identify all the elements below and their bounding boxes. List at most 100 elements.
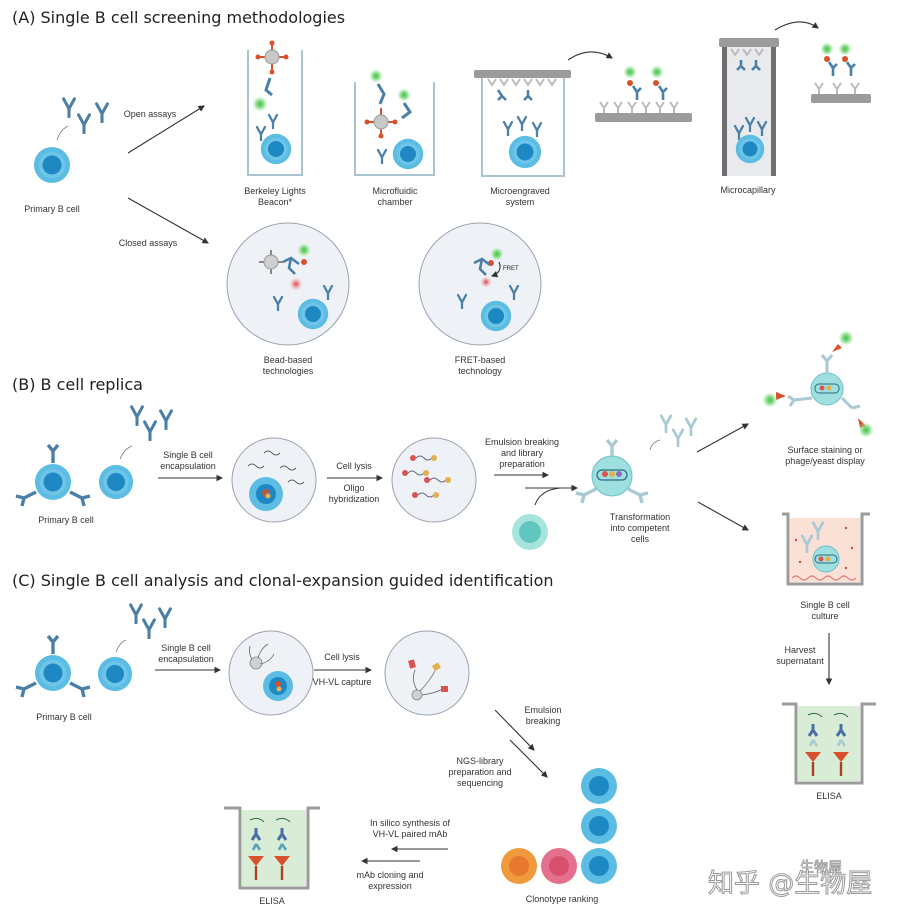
step-label: breaking [526, 716, 561, 726]
culture-arrow [697, 501, 749, 531]
b-cell-icon [392, 138, 424, 170]
b-cell-icon [33, 146, 71, 184]
step-label: sequencing [457, 778, 503, 788]
antibody-icon [95, 102, 109, 123]
step-label: hybridization [329, 494, 380, 504]
clonotype-cell-blue-bottom [581, 848, 617, 884]
secretion-arrow [56, 125, 69, 141]
method-label: Beacon* [258, 197, 293, 207]
primary-b-cell-b [15, 405, 173, 507]
step-label: Transformation [610, 512, 670, 522]
step-label: NGS-library [456, 756, 504, 766]
method-label: chamber [377, 197, 412, 207]
method-label: system [506, 197, 535, 207]
step-label: supernatant [776, 656, 824, 666]
transfer-arrow [567, 51, 613, 61]
antibody-icon [77, 113, 91, 134]
droplet-with-cell-c [228, 630, 314, 716]
watermark: 知乎 @生物屋 [708, 869, 872, 899]
section-c-title: (C) Single B cell analysis and clonal-ex… [12, 571, 554, 590]
transformed-cell [575, 414, 698, 504]
open-assays-arrow [127, 105, 205, 154]
step-label: and library [501, 448, 544, 458]
transfer-arrow [774, 21, 819, 31]
microcapillary-slide [811, 42, 871, 103]
microengraved-system [474, 70, 571, 177]
step-label: Cell lysis [336, 461, 372, 471]
microengraved-slide [595, 65, 692, 122]
step-label: encapsulation [158, 654, 214, 664]
open-assays-label: Open assays [124, 109, 177, 119]
step-label: Emulsion [524, 705, 561, 715]
primary-b-cell-label-a: Primary B cell [24, 204, 80, 214]
fluorescent-probe-icon [252, 96, 268, 112]
clonotype-cell-pink [541, 848, 577, 884]
step-label: Single B cell [161, 643, 211, 653]
clonotype-ranking [501, 768, 617, 884]
fret-based-droplet: FRET [418, 222, 542, 346]
step-label: cells [631, 534, 650, 544]
step-label: into competent [610, 523, 670, 533]
b-cell-icon [735, 134, 765, 164]
clonotype-cell-orange [501, 848, 537, 884]
method-label: technologies [263, 366, 314, 376]
step-label: Emulsion breaking [485, 437, 559, 447]
b-cell-icon [260, 133, 292, 165]
step-label: VH-VL capture [313, 677, 372, 687]
step-label: Clonotype ranking [526, 894, 599, 904]
merge-curve [534, 487, 561, 506]
step-label: In silico synthesis of [370, 818, 451, 828]
method-label: Berkeley Lights [244, 186, 306, 196]
method-label: Microengraved [490, 186, 550, 196]
primary-b-cell-label-c: Primary B cell [36, 712, 92, 722]
method-label: Microfluidic [372, 186, 418, 196]
b-cell-icon [508, 135, 542, 169]
droplet-with-cell-b [231, 437, 317, 523]
method-label: technology [458, 366, 502, 376]
method-label: Microcapillary [720, 185, 776, 195]
step-label: encapsulation [160, 461, 216, 471]
section-b-title: (B) B cell replica [12, 375, 143, 394]
competent-cell [512, 514, 548, 550]
step-label: preparation and [448, 767, 511, 777]
bead-based-droplet [226, 222, 350, 346]
step-label: preparation [499, 459, 545, 469]
step-label: ELISA [816, 791, 842, 801]
closed-assays-arrow [127, 197, 209, 244]
microcapillary [719, 38, 779, 176]
step-label: Single B cell [800, 600, 850, 610]
step-label: VH-VL paired mAb [373, 829, 448, 839]
antibody-icon [62, 97, 76, 118]
display-arrow [696, 423, 749, 453]
step-label: Single B cell [163, 450, 213, 460]
step-label: Cell lysis [324, 652, 360, 662]
primary-b-cell-a [33, 97, 109, 184]
clonotype-cell-blue-top [581, 768, 617, 804]
culture-well [782, 512, 870, 586]
step-label: Harvest [784, 645, 816, 655]
method-label: FRET-based [455, 355, 506, 365]
method-label: Bead-based [264, 355, 313, 365]
berkeley-lights-well [247, 40, 303, 176]
elisa-well-b [782, 702, 876, 785]
ngs-arrow [509, 739, 548, 778]
step-label: ELISA [259, 896, 285, 906]
step-label: expression [368, 881, 412, 891]
clonotype-cell-blue-mid [581, 808, 617, 844]
step-label: culture [811, 611, 838, 621]
droplet-vhvl-capture [384, 630, 470, 716]
primary-b-cell-c [15, 603, 172, 698]
surface-display-cell [762, 330, 874, 438]
watermark-small: 生物屋 [800, 860, 842, 876]
closed-assays-label: Closed assays [119, 238, 178, 248]
b-cell-icon [480, 300, 512, 332]
fret-tag: FRET [503, 266, 519, 272]
step-label: phage/yeast display [785, 456, 865, 466]
bead-icon [255, 40, 289, 75]
step-label: Surface staining or [787, 445, 862, 455]
step-label: Oligo [343, 483, 364, 493]
elisa-well-c [224, 806, 320, 890]
section-a-title: (A) Single B cell screening methodologie… [12, 8, 345, 27]
microfluidic-chamber [354, 69, 435, 176]
